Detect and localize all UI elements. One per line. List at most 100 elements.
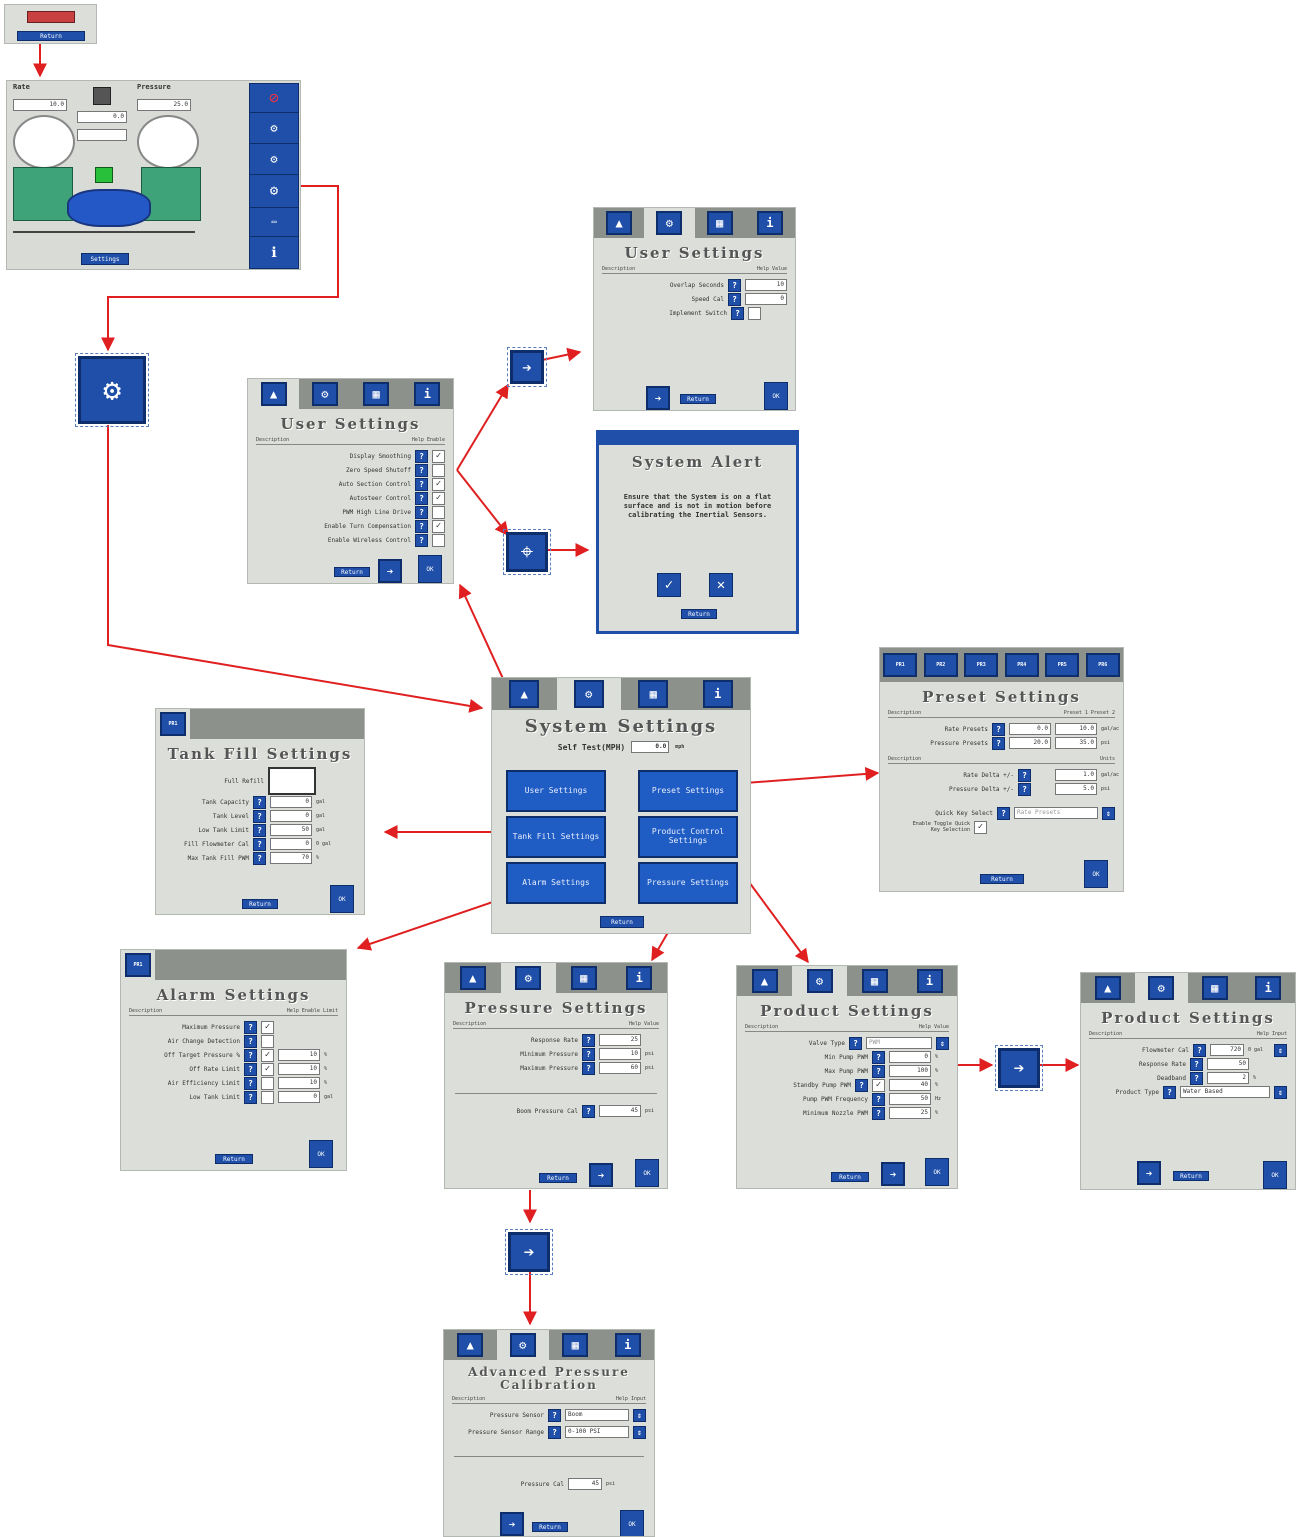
alarm-settings-button[interactable]: Alarm Settings xyxy=(506,862,606,904)
return-button[interactable]: Return xyxy=(539,1173,577,1183)
help-button[interactable]: ? xyxy=(415,533,428,547)
settings-tab-icon[interactable]: ⚙ xyxy=(509,1333,536,1357)
help-button[interactable]: ? xyxy=(872,1106,885,1120)
enable-checkbox[interactable] xyxy=(261,1090,274,1104)
return-button[interactable]: Return xyxy=(980,874,1024,884)
preset-settings-button[interactable]: Preset Settings xyxy=(638,770,738,812)
preset-1-value[interactable]: 0.0 xyxy=(1009,723,1051,735)
info-tab-icon[interactable]: i xyxy=(916,969,943,993)
counter-icon[interactable]: ▭ xyxy=(250,208,298,237)
ok-button[interactable]: OK xyxy=(1084,860,1108,888)
settings-tab-icon[interactable]: ⚙ xyxy=(515,966,542,990)
tank-fill-settings-button[interactable]: Tank Fill Settings xyxy=(506,816,606,858)
value-field[interactable]: 100 xyxy=(889,1065,931,1077)
return-button[interactable]: Return xyxy=(680,394,716,404)
limit-field[interactable]: 0 xyxy=(278,1091,320,1103)
value-field[interactable]: 40 xyxy=(889,1079,931,1091)
info-tab-icon[interactable]: i xyxy=(414,382,441,406)
help-button[interactable]: ? xyxy=(415,463,428,477)
return-button[interactable]: Return xyxy=(17,31,85,41)
nozzle-icon[interactable]: ⚙ xyxy=(250,113,298,144)
target-icon[interactable]: ⌖ xyxy=(503,529,551,575)
preset-tab-pr2[interactable]: PR2 xyxy=(923,653,958,677)
value-field[interactable]: 0 xyxy=(889,1051,931,1063)
help-button[interactable]: ? xyxy=(244,1090,257,1104)
display-tab-icon[interactable]: ▦ xyxy=(1201,976,1228,1000)
value-field[interactable]: 50 xyxy=(889,1093,931,1105)
display-tab-icon[interactable]: ▦ xyxy=(570,966,597,990)
value-field[interactable]: 70 xyxy=(270,852,312,864)
enable-checkbox[interactable] xyxy=(432,463,445,477)
enable-checkbox[interactable] xyxy=(261,1076,274,1090)
next-page-icon[interactable]: ➔ xyxy=(505,1229,553,1275)
help-button[interactable]: ? xyxy=(728,278,741,292)
ok-button[interactable]: OK xyxy=(330,885,354,913)
operate-tab-icon[interactable]: ▲ xyxy=(459,966,486,990)
preset-tab-pr6[interactable]: PR6 xyxy=(1085,653,1120,677)
return-button[interactable]: Return xyxy=(681,609,717,619)
settings-tab-icon[interactable]: ⚙ xyxy=(1148,976,1175,1000)
value-field[interactable]: 720 xyxy=(1210,1044,1244,1056)
value-field[interactable]: 60 xyxy=(599,1062,641,1074)
info-tab-icon[interactable]: i xyxy=(1255,976,1282,1000)
value-field[interactable]: 2 xyxy=(1207,1072,1249,1084)
prev-page-icon[interactable]: ➔ xyxy=(1137,1161,1161,1185)
self-test-value[interactable]: 0.0 xyxy=(631,741,670,753)
prev-page-icon[interactable]: ➔ xyxy=(500,1512,524,1536)
help-button[interactable]: ? xyxy=(997,806,1010,820)
enable-checkbox[interactable]: ✓ xyxy=(261,1062,274,1076)
display-tab-icon[interactable]: ▦ xyxy=(638,680,669,708)
return-button[interactable]: Return xyxy=(215,1154,253,1164)
preset-2-value[interactable]: 10.0 xyxy=(1055,723,1097,735)
operate-tab-icon[interactable]: ▲ xyxy=(751,969,778,993)
help-button[interactable]: ? xyxy=(253,837,266,851)
display-tab-icon[interactable]: ▦ xyxy=(861,969,888,993)
settings-tab-icon[interactable]: ⚙ xyxy=(656,211,683,235)
value-field[interactable]: 50 xyxy=(270,824,312,836)
enable-checkbox[interactable]: ✓ xyxy=(432,449,445,463)
prev-page-icon[interactable]: ➔ xyxy=(646,386,670,410)
help-button[interactable]: ? xyxy=(548,1425,561,1439)
help-button[interactable]: ? xyxy=(244,1062,257,1076)
next-page-icon[interactable]: ➔ xyxy=(507,347,547,387)
enable-checkbox[interactable]: ✓ xyxy=(261,1020,274,1034)
enable-checkbox[interactable]: ✓ xyxy=(432,477,445,491)
dropdown-arrow-icon[interactable]: ⇕ xyxy=(1274,1085,1287,1099)
help-button[interactable]: ? xyxy=(253,795,266,809)
ok-button[interactable]: OK xyxy=(925,1158,949,1186)
return-button[interactable]: Return xyxy=(1173,1171,1209,1181)
value-field[interactable]: 25 xyxy=(599,1034,641,1046)
display-tab-icon[interactable]: ▦ xyxy=(562,1333,589,1357)
value-field[interactable]: 25 xyxy=(889,1107,931,1119)
preset-tab-pr5[interactable]: PR5 xyxy=(1045,653,1080,677)
help-button[interactable]: ? xyxy=(1193,1043,1206,1057)
sensor-range-dropdown[interactable]: 0-100 PSI xyxy=(565,1426,629,1439)
help-button[interactable]: ? xyxy=(415,449,428,463)
help-button[interactable]: ? xyxy=(415,505,428,519)
product-type-dropdown[interactable]: Water Based xyxy=(1180,1086,1270,1098)
cancel-button[interactable]: ✕ xyxy=(709,573,733,597)
operate-tab-icon[interactable]: ▲ xyxy=(457,1333,484,1357)
accept-button[interactable]: ✓ xyxy=(657,573,681,597)
home-menu-button[interactable]: Settings xyxy=(81,253,129,265)
dropdown-arrow-icon[interactable]: ⇕ xyxy=(633,1425,646,1439)
help-button[interactable]: ? xyxy=(415,519,428,533)
help-button[interactable]: ? xyxy=(1018,782,1031,796)
return-button[interactable]: Return xyxy=(242,899,278,909)
ok-button[interactable]: OK xyxy=(635,1159,659,1187)
help-button[interactable]: ? xyxy=(244,1034,257,1048)
value-field[interactable]: 0 xyxy=(270,810,312,822)
user-settings-button[interactable]: User Settings xyxy=(506,770,606,812)
next-page-icon[interactable]: ➔ xyxy=(378,559,402,583)
help-button[interactable]: ? xyxy=(582,1033,595,1047)
value-field[interactable]: 10 xyxy=(745,279,787,291)
settings-tab-icon[interactable]: ⚙ xyxy=(806,969,833,993)
help-button[interactable]: ? xyxy=(244,1020,257,1034)
help-button[interactable]: ? xyxy=(1190,1057,1203,1071)
value-field[interactable]: 0 xyxy=(270,838,312,850)
help-button[interactable]: ? xyxy=(582,1061,595,1075)
value-field[interactable]: 5.0 xyxy=(1055,783,1097,795)
enable-checkbox[interactable] xyxy=(432,533,445,547)
nozzle-2-icon[interactable]: ⚙ xyxy=(250,144,298,175)
preset-1-value[interactable]: 20.0 xyxy=(1009,737,1051,749)
